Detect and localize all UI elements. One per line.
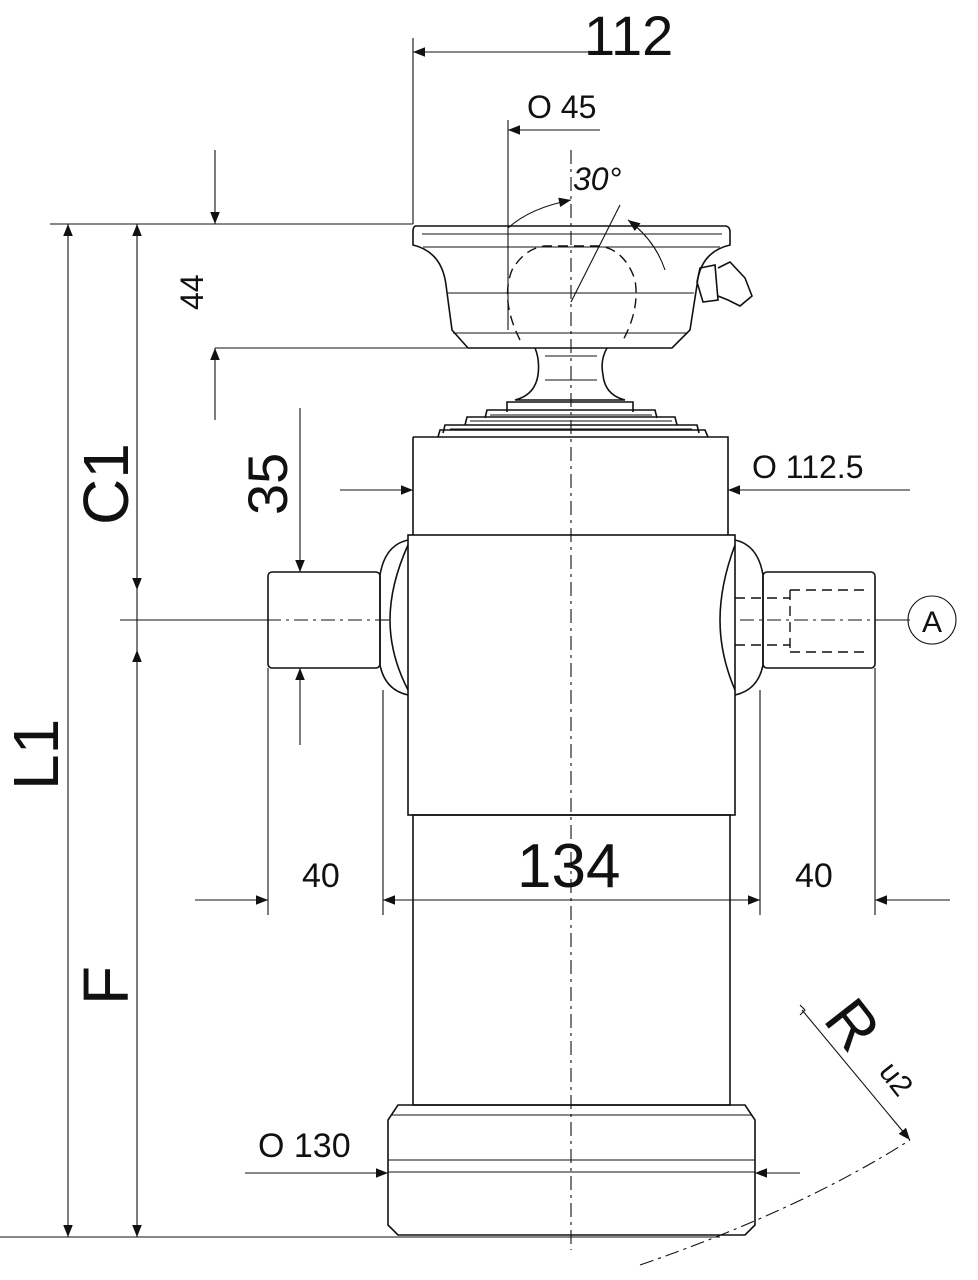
left-port [240,539,409,696]
left-port-length-label: 40 [302,857,340,895]
tilt-angle-label: 30° [573,161,622,197]
top-width-label: 112 [584,4,673,67]
right-port-length-label: 40 [795,857,833,895]
cylinder-body [387,429,756,1236]
body-width-label: 134 [517,832,620,901]
ball-cap [412,204,753,434]
port-a-label: A [922,606,942,639]
port-height-label: 35 [236,453,299,515]
base-diameter-label: O 130 [258,1127,351,1165]
barrel-diameter-label: O 112.5 [752,449,863,485]
f-label: F [70,966,142,1005]
radius-sub-label: u2 [872,1056,919,1103]
right-port [719,539,890,696]
radius-label: R [811,986,893,1064]
dimension-lines [0,38,950,1266]
port-a-callout: A [907,595,957,645]
c1-label: C1 [70,443,142,525]
ball-diameter-label: O 45 [527,89,596,125]
l1-label: L1 [0,719,72,790]
cap-height-label: 44 [174,274,210,310]
